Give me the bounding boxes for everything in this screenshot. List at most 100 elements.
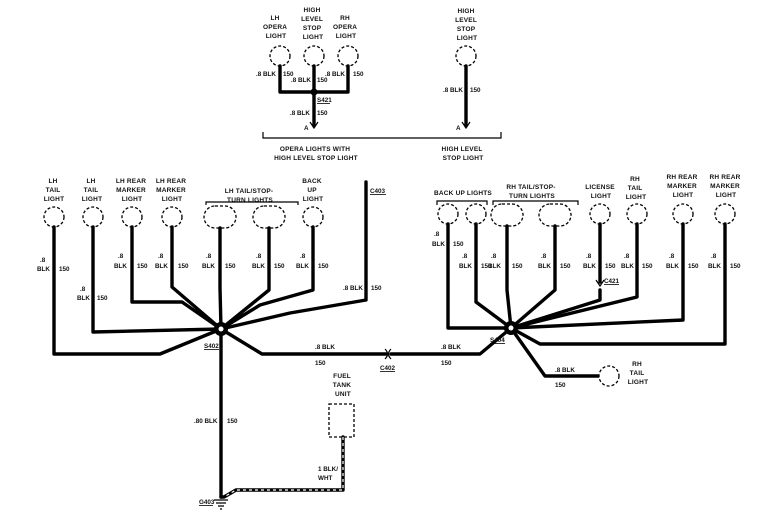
lh-tail-light-1-bulb [43, 206, 65, 228]
rh-backup-light-1-bulb [437, 203, 459, 225]
lh-tail-stop-turn-bulb-1 [203, 205, 237, 229]
wire-rh-opera-label: .8 BLK [325, 71, 345, 78]
fuel-tank-unit-box [328, 403, 355, 438]
rh-wire-license-circuit: 150 [605, 263, 616, 270]
rh-wire-backup2-size: .8 BLK [459, 253, 472, 270]
rh-tail-stop-turn-bulb-1 [490, 203, 524, 227]
fuel-tank-unit-label: FUEL TANK UNIT [333, 373, 353, 398]
fuel-wire-size: 1 BLK/ [318, 466, 338, 473]
back-up-lights-bracket [436, 200, 488, 205]
wire-fuel-tank [219, 435, 345, 499]
wire-rh-license [509, 288, 602, 330]
wire-rh-marker-2 [509, 222, 727, 346]
center-wire-left-circuit: 150 [315, 360, 326, 367]
wire-lh-tail-2 [91, 225, 223, 334]
wire-lh-marker-1 [130, 225, 223, 331]
rh-rear-marker-2-bulb [714, 203, 736, 225]
wire-center-upper-circuit: 150 [317, 77, 328, 84]
connector-c402-label: C402 [380, 365, 396, 372]
splice-s404-label: S404 [490, 337, 505, 344]
splice-s421-label: S421 [317, 97, 332, 104]
wire-rh-turn-1 [505, 224, 513, 330]
wire-center-lower-label: .8 BLK [290, 110, 310, 117]
right-group: BACK UP LIGHTS RH TAIL/STOP- TURN LIGHTS… [432, 174, 742, 389]
rh-wire-marker1-size: .8 BLK [666, 253, 679, 270]
lh-tail-stop-turn-bulb-2 [252, 205, 286, 229]
wire-rh-opera-circuit: 150 [353, 71, 364, 78]
rh-wire-marker2-size: .8 BLK [708, 253, 721, 270]
ground-label: G403 [199, 499, 215, 506]
connector-a-right-arrow [461, 121, 471, 130]
rh-wire-backup1-circuit: 150 [453, 241, 464, 248]
wire-turn1-size: .8 BLK [202, 253, 215, 270]
wire-lh-turn-2 [219, 226, 271, 331]
rh-wire-turn1-size: .8 BLK [488, 253, 501, 270]
wire-turn2-size: .8 BLK [252, 253, 265, 270]
license-light-bulb [589, 203, 611, 225]
back-up-light-label: BACK UP LIGHT [302, 178, 324, 203]
rh-tail-light-lower-label: RH TAIL LIGHT [628, 361, 649, 386]
caption-right: HIGH LEVEL STOP LIGHT [442, 146, 485, 162]
lh-tail-light-1-label: LH TAIL LIGHT [44, 178, 65, 203]
wire-tail2-size: .8 BLK [77, 286, 90, 302]
wire-right-stop-circuit: 150 [470, 87, 481, 94]
rh-wire-license-size: .8 BLK [583, 253, 596, 270]
wire-rh-tail [509, 222, 639, 330]
wire-lh-opera [278, 64, 316, 94]
wire-s402-to-c402 [219, 327, 388, 356]
wire-turn1-circuit: 150 [225, 263, 236, 270]
center-wire-left-size: .8 BLK [315, 344, 335, 351]
rh-wire-tail-circuit: 150 [642, 263, 653, 270]
wire-turn2-circuit: 150 [274, 263, 285, 270]
wire-lh-backup [219, 225, 315, 331]
license-light-label: LICENSE LIGHT [585, 184, 617, 200]
wire-marker1-size: .8 BLK [114, 253, 127, 270]
wire-rh-opera [312, 64, 350, 94]
wire-tail1-circuit: 150 [59, 266, 70, 273]
rh-wire-turn2-size: .8 BLK [538, 253, 551, 270]
wire-c403-circuit: 150 [371, 285, 382, 292]
wire-marker1-circuit: 150 [137, 263, 148, 270]
rh-tail-light-bulb [626, 203, 648, 225]
rh-wire-turn2-circuit: 150 [560, 263, 571, 270]
splice-s421-dot [310, 88, 318, 96]
connector-a-left-label: A [304, 125, 309, 132]
wire-lh-opera-label: .8 BLK [256, 71, 276, 78]
lh-tail-light-2-bulb [82, 206, 104, 228]
wire-backup-size: .8 BLK [296, 253, 309, 270]
rh-tail-light-label: RH TAIL LIGHT [626, 176, 647, 201]
connector-c402-symbol [384, 348, 392, 360]
caption-left: OPERA LIGHTS WITH HIGH LEVEL STOP LIGHT [274, 146, 358, 162]
connector-a-left-arrow [309, 121, 319, 130]
rh-wire-tail-size: .8 BLK [621, 253, 634, 270]
wire-rh-backup-1 [446, 222, 513, 330]
top-section: LH OPERA LIGHT HIGH LEVEL STOP LIGHT RH … [256, 7, 502, 162]
wire-marker2-size: .8 BLK [155, 253, 168, 270]
back-up-light-bulb [302, 206, 324, 228]
back-up-lights-label: BACK UP LIGHTS [434, 190, 492, 197]
rh-wire-marker2-circuit: 150 [730, 263, 741, 270]
rh-wire-backup2-circuit: 150 [481, 263, 492, 270]
top-bracket [262, 132, 502, 139]
lh-opera-light-bulb [269, 45, 291, 67]
splice-s402-dot-inner [218, 326, 224, 332]
high-level-stop-light-center-label: HIGH LEVEL STOP LIGHT [301, 7, 325, 41]
wire-c403-size: .8 BLK [343, 285, 363, 292]
connector-a-right-label: A [456, 125, 461, 132]
splice-s404-dot-inner [508, 325, 514, 331]
wire-marker2-circuit: 150 [178, 263, 189, 270]
wire-c402-to-s404 [389, 326, 513, 356]
rh-wire-turn1-circuit: 150 [512, 263, 523, 270]
fuel-wire-color: WHT [318, 475, 332, 482]
wire-rh-tail-lower [509, 326, 602, 378]
rh-opera-light-bulb [337, 45, 359, 67]
wire-lh-turn-1 [218, 226, 223, 331]
wire-fuel-tank-stripe [223, 437, 344, 498]
lh-rear-marker-1-bulb [121, 206, 143, 228]
rh-rear-marker-1-bulb [672, 203, 694, 225]
rh-rear-marker-2-label: RH REAR MARKER LIGHT [709, 174, 742, 199]
lh-tail-stop-turn-bracket [205, 201, 299, 205]
rh-rear-marker-1-label: RH REAR MARKER LIGHT [666, 174, 699, 199]
wire-tail1-size: .8 BLK [37, 257, 50, 273]
